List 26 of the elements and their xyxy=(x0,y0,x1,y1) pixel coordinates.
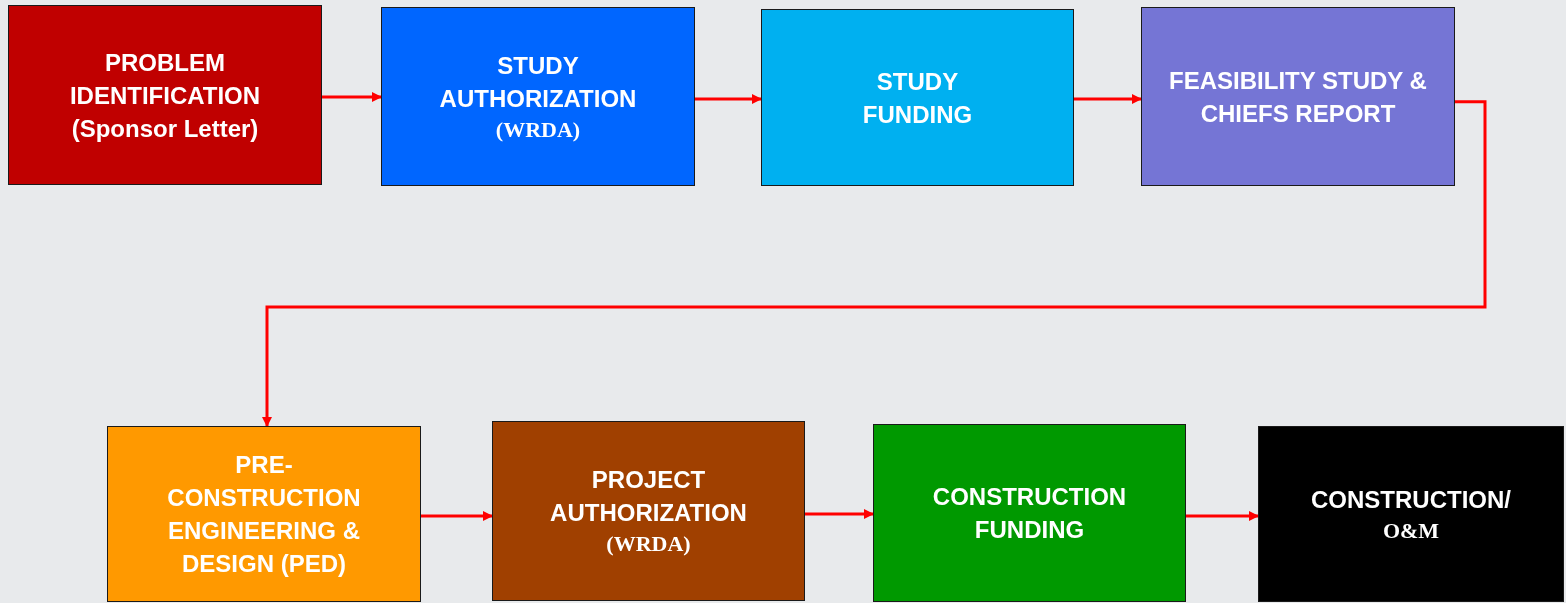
box-label: CONSTRUCTION/ xyxy=(1311,484,1511,515)
box-label: STUDY FUNDING xyxy=(861,66,974,130)
arrow xyxy=(805,509,874,519)
arrow xyxy=(322,92,382,102)
box-label: STUDY AUTHORIZATION xyxy=(438,50,638,114)
box-label: PROJECT AUTHORIZATION xyxy=(549,465,748,528)
box-label: FEASIBILITY STUDY & CHIEFS REPORT xyxy=(1168,65,1428,129)
box-label: PRE- CONSTRUCTION ENGINEERING & DESIGN (PED) xyxy=(166,450,362,579)
box-label: (WRDA) xyxy=(606,530,691,558)
arrow xyxy=(695,94,762,104)
arrow xyxy=(1186,511,1259,521)
process-box xyxy=(381,7,695,186)
arrow xyxy=(262,100,1487,427)
process-box xyxy=(761,9,1074,186)
process-box xyxy=(1258,426,1564,602)
process-box xyxy=(492,421,805,601)
process-box xyxy=(107,426,421,602)
arrow xyxy=(1074,94,1142,104)
arrow xyxy=(421,511,493,521)
box-label: PROBLEM IDENTIFICATION (Sponsor Letter) xyxy=(68,47,262,144)
box-label: (WRDA) xyxy=(495,115,581,144)
box-label: O&M xyxy=(1382,516,1440,545)
process-box xyxy=(873,424,1186,602)
process-box xyxy=(8,5,322,185)
box-label: CONSTRUCTION FUNDING xyxy=(931,482,1128,545)
process-box xyxy=(1141,7,1455,186)
